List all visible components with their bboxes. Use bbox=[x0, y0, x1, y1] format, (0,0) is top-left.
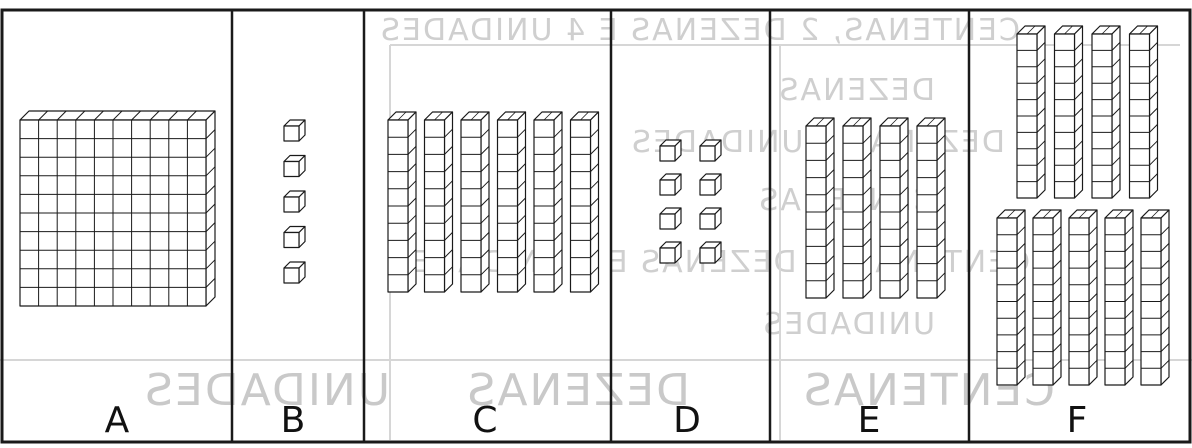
unit-cube bbox=[700, 208, 721, 229]
unit-cube bbox=[660, 242, 681, 263]
unit-cube bbox=[284, 156, 305, 177]
ten-rod bbox=[806, 118, 834, 298]
ten-rod bbox=[1055, 26, 1083, 198]
ten-rod bbox=[1017, 26, 1045, 198]
unit-cube bbox=[660, 140, 681, 161]
panel-label-c: C bbox=[472, 400, 497, 441]
panel-label-f: F bbox=[1067, 400, 1088, 441]
ten-rod bbox=[1069, 210, 1097, 385]
ten-rod bbox=[571, 112, 599, 292]
ten-rod bbox=[1141, 210, 1169, 385]
unit-cube bbox=[284, 191, 305, 212]
panel-label-d: D bbox=[673, 400, 701, 441]
ten-rod bbox=[461, 112, 489, 292]
ghost-dezenas: DEZENAS bbox=[465, 365, 690, 416]
unit-cube bbox=[660, 174, 681, 195]
blocks-layer bbox=[20, 26, 1169, 385]
hundred-flat bbox=[20, 111, 215, 306]
ghost-line-6: UNIDADES bbox=[762, 307, 935, 342]
ghost-line-1: CENTENAS, 2 DEZENAS E 4 UNIDADES bbox=[379, 13, 1020, 48]
ten-rod bbox=[880, 118, 908, 298]
ten-rod bbox=[1033, 210, 1061, 385]
unit-cube bbox=[700, 174, 721, 195]
unit-cube bbox=[660, 208, 681, 229]
unit-cube bbox=[284, 262, 305, 283]
panel-label-a: A bbox=[105, 400, 130, 441]
ten-rod bbox=[388, 112, 416, 292]
ten-rod bbox=[425, 112, 453, 292]
ten-rod bbox=[498, 112, 526, 292]
unit-cube bbox=[284, 227, 305, 248]
panel-label-b: B bbox=[281, 400, 306, 441]
ten-rod bbox=[1130, 26, 1158, 198]
ten-rod bbox=[534, 112, 562, 292]
ten-rod bbox=[843, 118, 871, 298]
ten-rod bbox=[917, 118, 945, 298]
unit-cube bbox=[284, 120, 305, 141]
ten-rod bbox=[1092, 26, 1120, 198]
ghost-line-2: DEZENAS bbox=[777, 73, 935, 108]
ten-rod bbox=[997, 210, 1025, 385]
ten-rod bbox=[1105, 210, 1133, 385]
panel-label-e: E bbox=[858, 400, 881, 441]
ghost-unidades: UNIDADES bbox=[143, 365, 390, 416]
unit-cube bbox=[700, 140, 721, 161]
unit-cube bbox=[700, 242, 721, 263]
